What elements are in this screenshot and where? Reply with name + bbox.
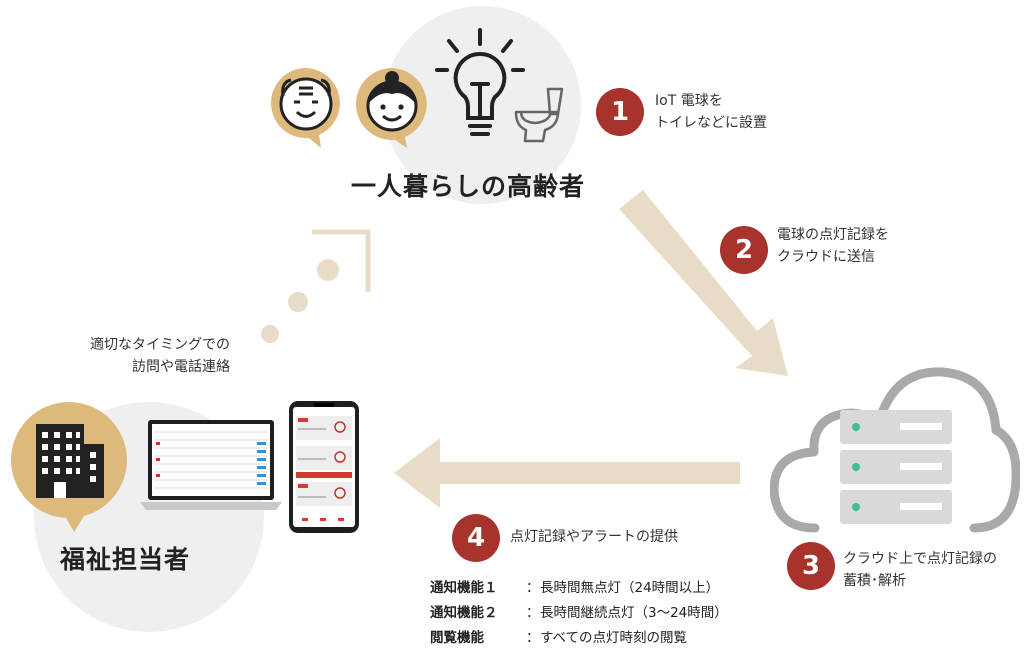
feature-row: 通知機能２ ： 長時間継続点灯（3〜24時間） (430, 601, 790, 626)
office-building-icon (11, 402, 127, 532)
feature-sep: ： (526, 630, 540, 646)
feature-desc: すべての点灯時刻の閲覧 (540, 630, 688, 646)
elderly-woman-face-icon (356, 68, 427, 148)
feature-sep: ： (526, 580, 540, 596)
welfare-label: 福祉担当者 (60, 545, 191, 574)
step-2-text: 電球の点灯記録を クラウドに送信 (777, 227, 889, 265)
feature-desc: 長時間継続点灯（3〜24時間） (540, 605, 728, 621)
dotted-arrow-to-elderly (261, 229, 371, 343)
arrow-to-welfare (394, 438, 740, 508)
step-1-text: IoT 電球を トイレなどに設置 (655, 93, 767, 131)
arrow-to-cloud (619, 190, 788, 376)
step-2-badge: 2 (720, 226, 768, 274)
laptop-icon (140, 420, 282, 510)
step-3-badge: 3 (787, 542, 835, 590)
feature-desc: 長時間無点灯（24時間以上） (540, 580, 720, 596)
step-4-badge: 4 (452, 514, 500, 562)
cloud-server-icon (770, 367, 1020, 533)
feature-list: 通知機能１ ： 長時間無点灯（24時間以上） 通知機能２ ： 長時間継続点灯（3… (430, 576, 790, 651)
feature-sep: ： (526, 605, 540, 621)
feature-name: 通知機能２ (430, 605, 498, 621)
step-4-text: 点灯記録やアラートの提供 (510, 529, 678, 545)
feature-row: 閲覧機能 ： すべての点灯時刻の閲覧 (430, 626, 790, 651)
step-3-text: クラウド上で点灯記録の 蓄積･解析 (843, 551, 997, 589)
feature-row: 通知機能１ ： 長時間無点灯（24時間以上） (430, 576, 790, 601)
visit-note: 適切なタイミングでの 訪問や電話連絡 (90, 337, 230, 375)
smartphone-icon (289, 401, 359, 533)
step-1-badge: 1 (596, 88, 644, 136)
elderly-label: 一人暮らしの高齢者 (351, 172, 586, 201)
elderly-man-face-icon (271, 68, 340, 148)
feature-name: 通知機能１ (430, 580, 498, 596)
feature-name: 閲覧機能 (430, 630, 484, 646)
light-bulb-icon (435, 28, 525, 136)
toilet-icon (514, 87, 564, 143)
